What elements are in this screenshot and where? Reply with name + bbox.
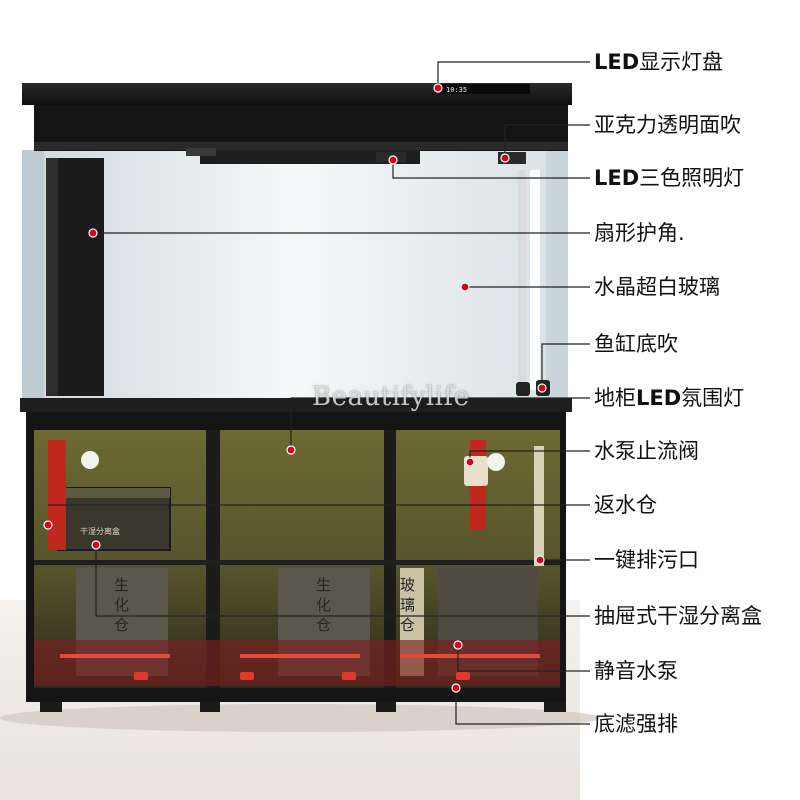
valves (134, 672, 470, 680)
callout-ultra-clear-glass: 水晶超白玻璃 (594, 275, 720, 299)
callout-acrylic-blower: 亚克力透明面吹 (594, 113, 741, 137)
svg-text:化: 化 (114, 596, 129, 614)
svg-text:化: 化 (316, 596, 331, 614)
glass-tank (22, 150, 568, 400)
light-hood: 10:35 (22, 83, 572, 164)
callout-separation-drawer: 抽屉式干湿分离盒 (594, 604, 762, 628)
cabinet: 干湿分离盒 生 化 仓 生 化 仓 玻 璃 仓 (20, 398, 572, 712)
svg-text:玻: 玻 (400, 576, 415, 594)
bottom-blow-pipe (518, 170, 526, 390)
bin-labels: 生 化 仓 生 化 仓 玻 璃 仓 (114, 576, 415, 634)
drawer-label: 干湿分离盒 (80, 526, 120, 536)
callout-led-display: LED显示灯盘 (594, 50, 724, 74)
callout-drain-port: 一键排污口 (594, 548, 699, 572)
svg-text:生: 生 (114, 576, 129, 594)
watermark: Beautifylife (312, 382, 470, 412)
callout-corner-guard: 扇形护角. (594, 221, 685, 245)
callout-bottom-blow: 鱼缸底吹 (594, 332, 678, 356)
callout-markers (43, 83, 547, 693)
callout-led-tricolor: LED三色照明灯 (594, 166, 745, 190)
svg-text:仓: 仓 (114, 616, 129, 634)
floor-shadow (0, 704, 600, 732)
callout-cabinet-ambient-led: 地柜LED氛围灯 (594, 386, 745, 410)
svg-text:仓: 仓 (400, 616, 415, 634)
svg-text:璃: 璃 (400, 596, 415, 614)
callout-bottom-filter-drain: 底滤强排 (594, 712, 678, 736)
svg-text:仓: 仓 (316, 616, 331, 634)
display-readout: 10:35 (446, 86, 467, 94)
callout-silent-pump: 静音水泵 (594, 659, 678, 683)
callout-return-chamber: 返水仓 (594, 493, 657, 517)
svg-text:生: 生 (316, 576, 331, 594)
callout-pump-check-valve: 水泵止流阀 (594, 439, 699, 463)
